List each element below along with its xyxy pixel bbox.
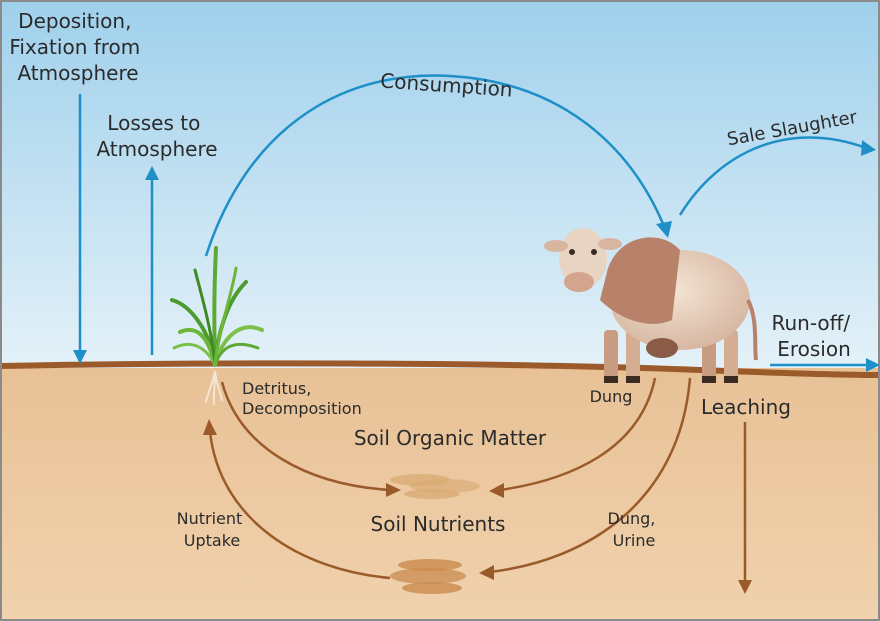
deposition-label: Deposition, Fixation from Atmosphere (9, 9, 146, 85)
leaching-label: Leaching (701, 395, 791, 419)
dung-label: Dung (590, 387, 633, 406)
soil-organic-matter-label: Soil Organic Matter (354, 426, 547, 450)
soil-nutrients-label: Soil Nutrients (371, 512, 506, 536)
